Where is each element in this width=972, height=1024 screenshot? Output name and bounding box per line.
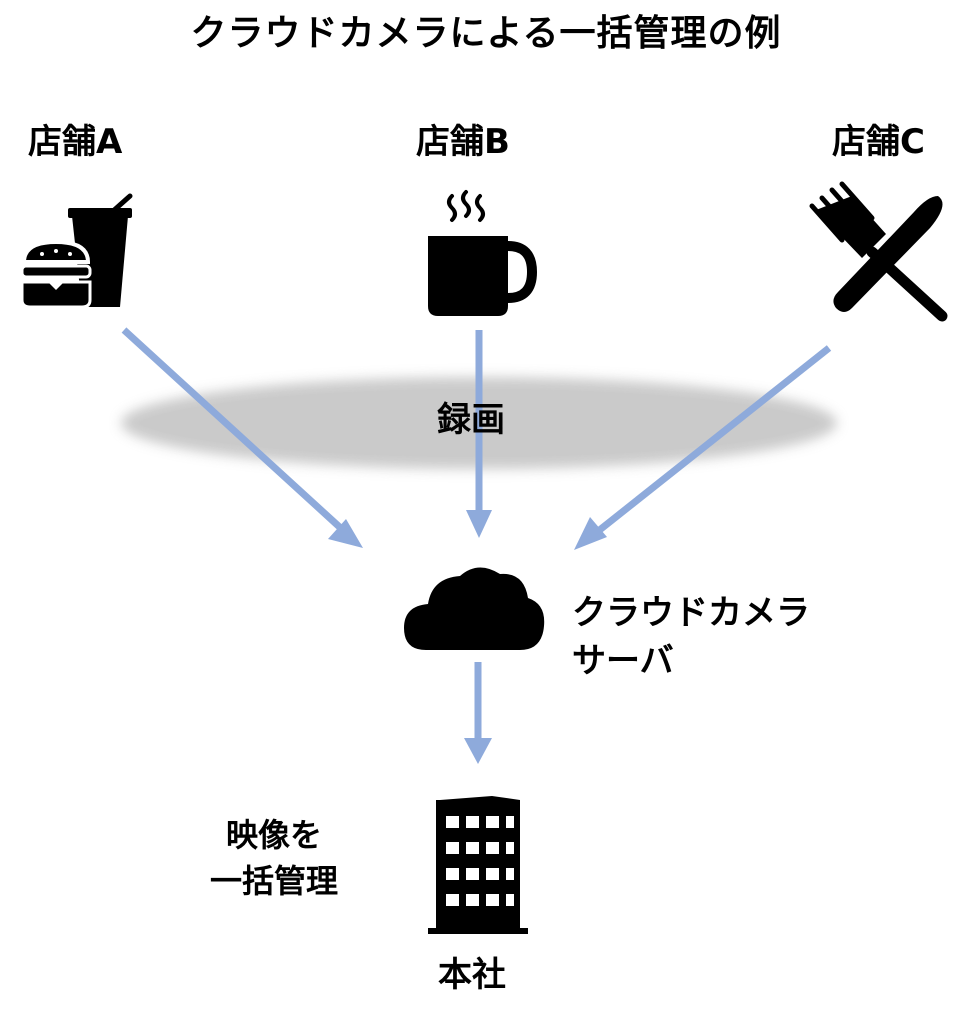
arrowhead-c bbox=[574, 517, 607, 550]
cloud-server-label-line1: クラウドカメラ bbox=[572, 593, 810, 633]
store-b-label: 店舗B bbox=[416, 122, 510, 162]
diagram-title: クラウドカメラによる一括管理の例 bbox=[190, 13, 782, 54]
fast-food-icon bbox=[20, 193, 133, 309]
headquarters-label: 本社 bbox=[438, 955, 506, 995]
recording-label: 録画 bbox=[437, 400, 505, 440]
coffee-mug-icon bbox=[428, 190, 538, 316]
management-label-line1: 映像を bbox=[226, 816, 323, 854]
arrow-store-c-to-cloud bbox=[589, 345, 832, 539]
management-label-line2: 一括管理 bbox=[210, 862, 339, 901]
cloud-server-label-line2: サーバ bbox=[572, 640, 674, 681]
arrowhead-a bbox=[328, 519, 363, 548]
cloud-icon bbox=[404, 567, 545, 650]
store-a-label: 店舗A bbox=[28, 122, 123, 162]
office-building-icon bbox=[428, 796, 528, 934]
arrowhead-hq bbox=[464, 738, 492, 764]
store-c-label: 店舗C bbox=[832, 122, 925, 162]
arrow-store-a-to-cloud bbox=[121, 327, 348, 535]
management-label: 映像を 一括管理 bbox=[210, 812, 338, 905]
fork-knife-icon bbox=[809, 181, 948, 322]
arrowhead-b bbox=[466, 510, 492, 538]
cloud-server-label: クラウドカメラ サーバ bbox=[572, 590, 810, 685]
